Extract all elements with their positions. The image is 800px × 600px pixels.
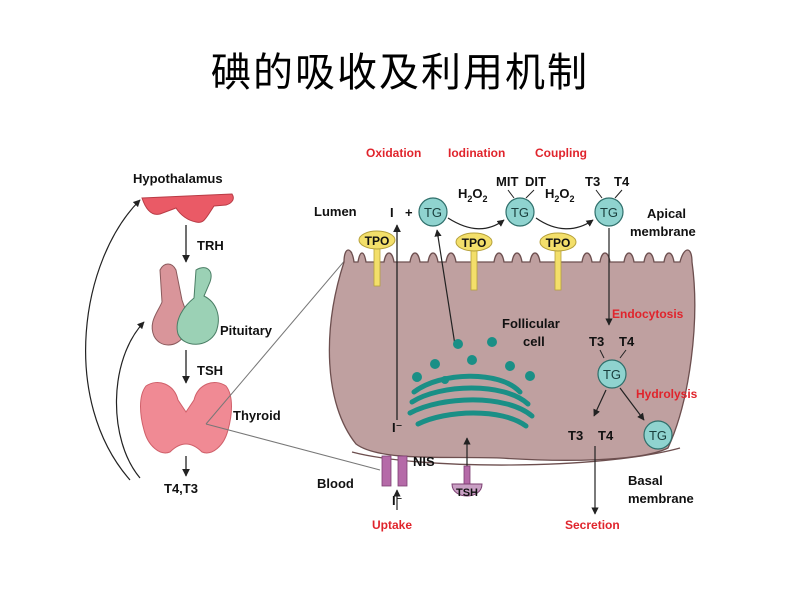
thyroid-shape <box>140 382 232 454</box>
svg-text:TPO: TPO <box>365 234 390 248</box>
t3-label-bottom: T3 <box>568 428 583 443</box>
t4-label-top: T4 <box>614 174 630 189</box>
mit-label: MIT <box>496 174 518 189</box>
hormones-label: T4,T3 <box>164 481 198 496</box>
dit-label: DIT <box>525 174 546 189</box>
blood-label: Blood <box>317 476 354 491</box>
golgi-apparatus <box>407 373 535 429</box>
coupling-arrow <box>535 217 594 230</box>
apical-label-1: Apical <box>647 206 686 221</box>
tsh-receptor: TSH <box>451 465 483 499</box>
iodide-cell: I⁻ <box>392 420 402 435</box>
apical-label-2: membrane <box>630 224 696 239</box>
follicular-label-1: Follicular <box>502 316 560 331</box>
t4-label-mid: T4 <box>619 334 635 349</box>
feedback-arrow-hypothalamus <box>85 199 141 481</box>
tg-coupling: TG <box>594 197 624 227</box>
follicular-label-2: cell <box>523 334 545 349</box>
basal-label-2: membrane <box>628 491 694 506</box>
hypothalamus-label: Hypothalamus <box>133 171 223 186</box>
pituitary-shape <box>151 263 219 346</box>
tpo-enzyme-2: TPO <box>455 232 493 291</box>
iodide-lumen: I <box>390 205 394 220</box>
tg-iodination: TG <box>505 197 535 227</box>
iodination-label: Iodination <box>448 146 505 160</box>
endocytosis-label: Endocytosis <box>612 307 684 321</box>
page-title: 碘的吸收及利用机制 <box>211 50 589 96</box>
tg-oxidation: TG <box>418 197 448 227</box>
basal-label-1: Basal <box>628 473 663 488</box>
t3-label-top: T3 <box>585 174 600 189</box>
vesicles <box>412 337 535 384</box>
feedback-arrow-pituitary <box>115 321 145 479</box>
t3-label-mid: T3 <box>589 334 604 349</box>
tpo-enzyme-1: TPO <box>358 230 396 287</box>
svg-text:TPO: TPO <box>546 236 571 250</box>
nis-label: NIS <box>413 454 435 469</box>
h2o2-label-1: H2O2 <box>458 186 488 204</box>
plus-sign: + <box>405 205 413 220</box>
tg-endocytosed: TG <box>597 359 627 389</box>
trh-label: TRH <box>197 238 224 253</box>
hydrolysis-arrow-left <box>593 389 607 417</box>
svg-text:TG: TG <box>424 205 442 220</box>
secretion-label: Secretion <box>565 518 620 532</box>
svg-text:TSH: TSH <box>456 487 478 499</box>
iodination-arrow <box>447 217 505 230</box>
tpo-enzyme-3: TPO <box>539 232 577 291</box>
svg-text:TG: TG <box>649 428 667 443</box>
zoom-line-bottom <box>205 423 381 471</box>
tg-secretion-arrow <box>434 229 456 346</box>
oxidation-label: Oxidation <box>366 146 421 160</box>
h2o2-label-2: H2O2 <box>545 186 575 204</box>
svg-text:TG: TG <box>511 205 529 220</box>
pituitary-label: Pituitary <box>220 323 273 338</box>
follicular-cell <box>328 249 696 461</box>
hydrolysis-label: Hydrolysis <box>636 387 698 401</box>
hydrolysis-arrow-right <box>619 387 645 421</box>
svg-text:TG: TG <box>603 367 621 382</box>
thyroid-label: Thyroid <box>233 408 281 423</box>
coupling-label: Coupling <box>535 146 587 160</box>
tsh-axis-label: TSH <box>197 363 223 378</box>
tg-hydrolyzed: TG <box>643 420 673 450</box>
nis-transporter <box>381 455 408 487</box>
uptake-label: Uptake <box>372 518 412 532</box>
hypothalamus-shape <box>141 193 234 223</box>
svg-text:TPO: TPO <box>462 236 487 250</box>
zoom-line-top <box>205 251 353 425</box>
lumen-label: Lumen <box>314 204 357 219</box>
t4-label-bottom: T4 <box>598 428 614 443</box>
svg-text:TG: TG <box>600 205 618 220</box>
